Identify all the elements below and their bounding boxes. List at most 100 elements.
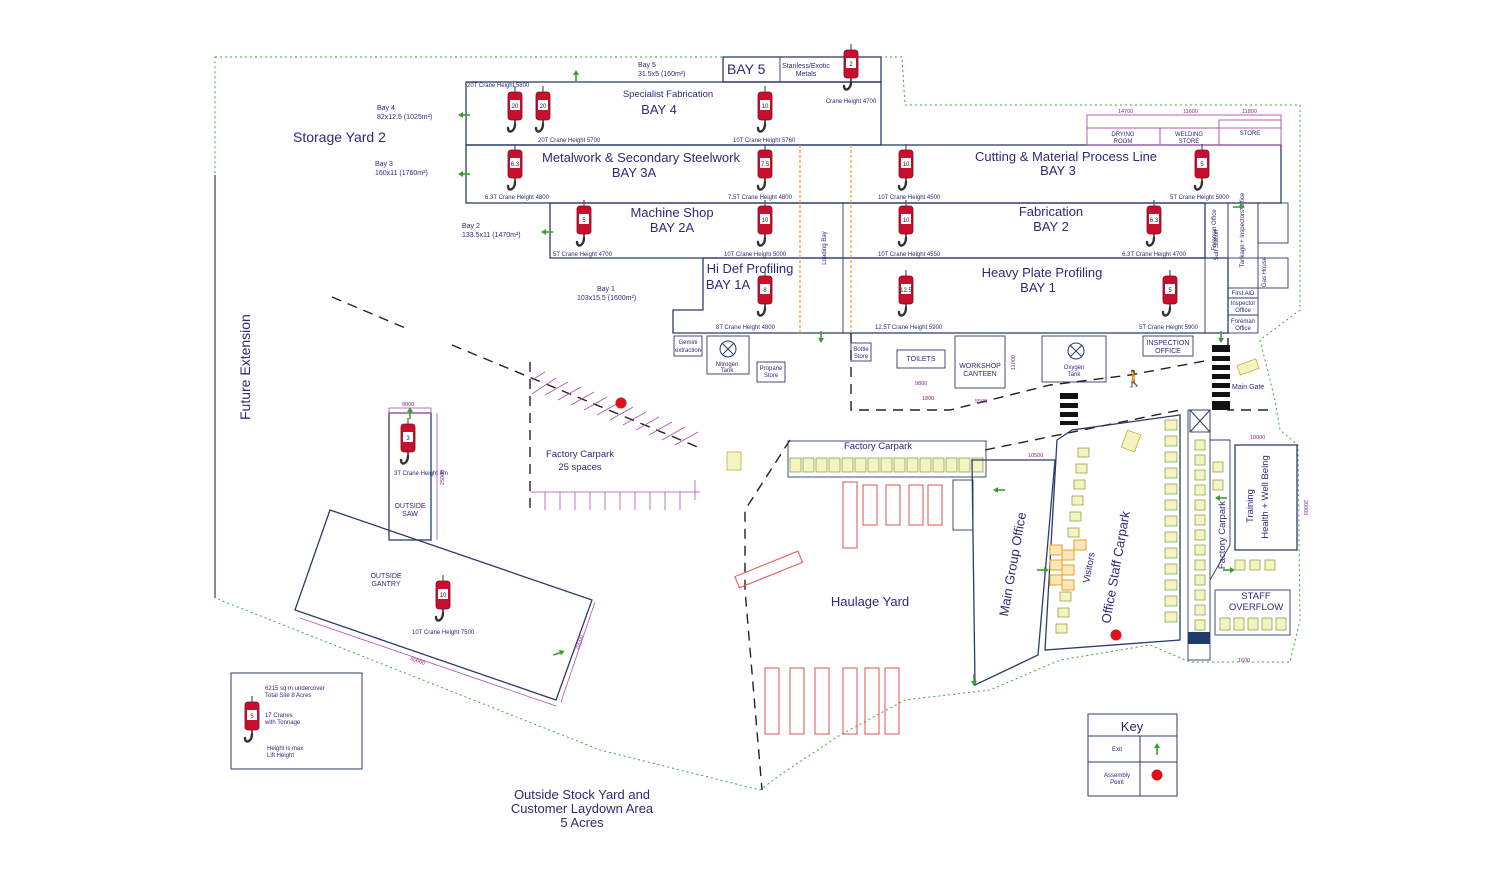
dim-5500: 5500 (975, 399, 987, 405)
exit-arrow-icon (1036, 566, 1050, 574)
svg-text:10: 10 (903, 162, 910, 168)
svg-text:5: 5 (582, 218, 586, 224)
crane-marker: 5 (1193, 142, 1211, 191)
inspector-office-label-2: Office (1235, 308, 1251, 314)
dim-25000: 25000 (440, 470, 446, 485)
crane-marker: 6.3 (1145, 198, 1163, 247)
crane-caption: 10T Crane Height 5000 (724, 252, 787, 258)
exit-arrow-icon (1214, 494, 1228, 502)
pedestrian-icon: 🚶 (1124, 369, 1144, 388)
staff-overflow-label-2: OVERFLOW (1229, 602, 1283, 613)
office-staff-carpark-label: Office Staff Carpark (1098, 509, 1133, 624)
inspection-office-label-2: OFFICE (1155, 348, 1181, 355)
outside-saw-label-2: SAW (402, 511, 418, 518)
bay1a-name: BAY 1A (706, 277, 751, 292)
dim-10000: 10000 (1250, 435, 1265, 441)
outside-gantry-structure (294, 509, 593, 701)
dim-11800: 11800 (1242, 109, 1257, 115)
assembly-point-marker (1110, 629, 1122, 641)
bay3a-title: Metalwork & Secondary Steelwork (542, 150, 740, 165)
main-gate-label: Main Gate (1232, 384, 1264, 391)
crane-caption: 10T Crane Height 4550 (878, 252, 941, 258)
crane-caption: 20T Crane Height 5800 (467, 83, 530, 89)
loading-bay-label: Loading Bay (822, 231, 828, 264)
visitors-label: Visitors (1081, 551, 1097, 584)
zebra-crossing (1212, 345, 1230, 410)
crane-caption: 7.5T Crane Height 4800 (728, 195, 793, 201)
svg-text:10: 10 (762, 218, 769, 224)
inspector-office-label-1: Inspector (1231, 301, 1256, 307)
bay2-caption-1: Bay 2 (462, 223, 480, 230)
office-staff-carpark-spaces (1055, 419, 1178, 634)
bay5-caption-1: Bay 5 (638, 62, 656, 69)
outside-stock-yard-label-2: Customer Laydown Area (511, 801, 654, 816)
outside-saw-label-1: OUTSIDE (394, 503, 425, 510)
first-aid-label: First AiD (1232, 291, 1255, 297)
info-undercover: 6215 sq m undercover (265, 686, 325, 692)
crane-caption: 8T Crane Height 4800 (716, 325, 776, 331)
main-group-office-outline (971, 459, 1056, 687)
nitrogen-tank-label-2: Tank (721, 368, 735, 374)
dim-8000: 8000 (402, 402, 414, 408)
crane-caption: 10T Crane Height 7500 (412, 630, 475, 636)
staff-overflow-label-1: STAFF (1241, 591, 1271, 602)
info-cranes: 17 Cranes (265, 713, 293, 719)
dim-60000: 60000 (409, 656, 425, 667)
info-total-site: Total Site 8 Acres (265, 693, 311, 699)
crane-marker: 7.5 (756, 142, 774, 191)
bay3-title: Cutting & Material Process Line (975, 149, 1157, 164)
bay1-caption-2: 103x15.5 (1600m²) (577, 295, 636, 302)
svg-text:5: 5 (1168, 288, 1172, 294)
svg-text:6.3: 6.3 (1150, 218, 1159, 224)
factory-carpark-1-spaces-label: 25 spaces (558, 462, 602, 473)
dim-20000b: 20000 (1302, 500, 1308, 515)
bay4-caption-2: 82x12.5 (1025m²) (377, 114, 432, 121)
foreman-office-label-1: Foreman (1231, 319, 1255, 325)
canteen-label-2: CANTEEN (963, 371, 996, 378)
oxygen-tank-label-2: Tank (1068, 372, 1082, 378)
bay2-name: BAY 2 (1033, 219, 1069, 234)
dim-14700: 14700 (1118, 109, 1133, 115)
crane-caption: 5T Crane Height 5900 (1139, 325, 1199, 331)
bay3-caption-2: 160x11 (1760m²) (375, 170, 428, 177)
foreman-office-label-2: Office (1235, 326, 1251, 332)
gemini-label-2: extraction (675, 348, 701, 354)
crane-caption: 10T Crane Height 5760 (733, 138, 796, 144)
propane-store-label-2: Store (764, 373, 779, 379)
dim-1600: 1600 (1238, 658, 1250, 664)
info-with-tonnage: with Tonnage (264, 720, 301, 726)
bay2-caption-2: 133.5x11 (1470m²) (462, 232, 521, 239)
bay3a-name: BAY 3A (612, 165, 657, 180)
exit-arrow-icon (551, 647, 567, 659)
crane-caption: 6.3T Crane Height 4800 (485, 195, 550, 201)
key-title: Key (1121, 719, 1144, 734)
outside-stock-yard-label-3: 5 Acres (560, 815, 604, 830)
bay2a-title: Machine Shop (630, 205, 713, 220)
foreman-office-top-label: Foreman Office (1212, 209, 1218, 251)
gemini-label-1: Gemini (678, 340, 697, 346)
svg-text:10: 10 (762, 104, 769, 110)
svg-text:20: 20 (512, 104, 519, 110)
crane-marker: 10 (434, 573, 452, 622)
crane-caption: 10T Crane Height 4500 (878, 195, 941, 201)
crane-marker: 20 (506, 84, 524, 133)
gas-house-label: Gas House (1262, 256, 1268, 287)
factory-carpark-2-label: Factory Carpark (844, 441, 912, 452)
bottle-store-label-2: Store (854, 354, 869, 360)
crane-marker: 10 (756, 198, 774, 247)
svg-text:20: 20 (540, 104, 547, 110)
canteen-label-1: WORKSHOP (959, 363, 1001, 370)
lorry-bays-bottom (764, 667, 900, 735)
dim-1800: 1800 (922, 396, 934, 402)
factory-carpark-3-spaces (1194, 439, 1287, 631)
bay2a-name: BAY 2A (650, 220, 695, 235)
crane-caption: 20T Crane Height 5700 (538, 138, 601, 144)
exit-arrow-icon (992, 486, 1006, 494)
bay1-caption-1: Bay 1 (597, 286, 615, 293)
outside-gantry-label-1: OUTSIDE (370, 573, 401, 580)
exit-arrow-icon (572, 69, 580, 83)
svg-text:5: 5 (1200, 162, 1204, 168)
crane-marker: 2 (842, 42, 860, 91)
crane-caption: 3T Crane Height 4m (394, 471, 448, 477)
dim-11000: 11000 (1011, 355, 1017, 370)
